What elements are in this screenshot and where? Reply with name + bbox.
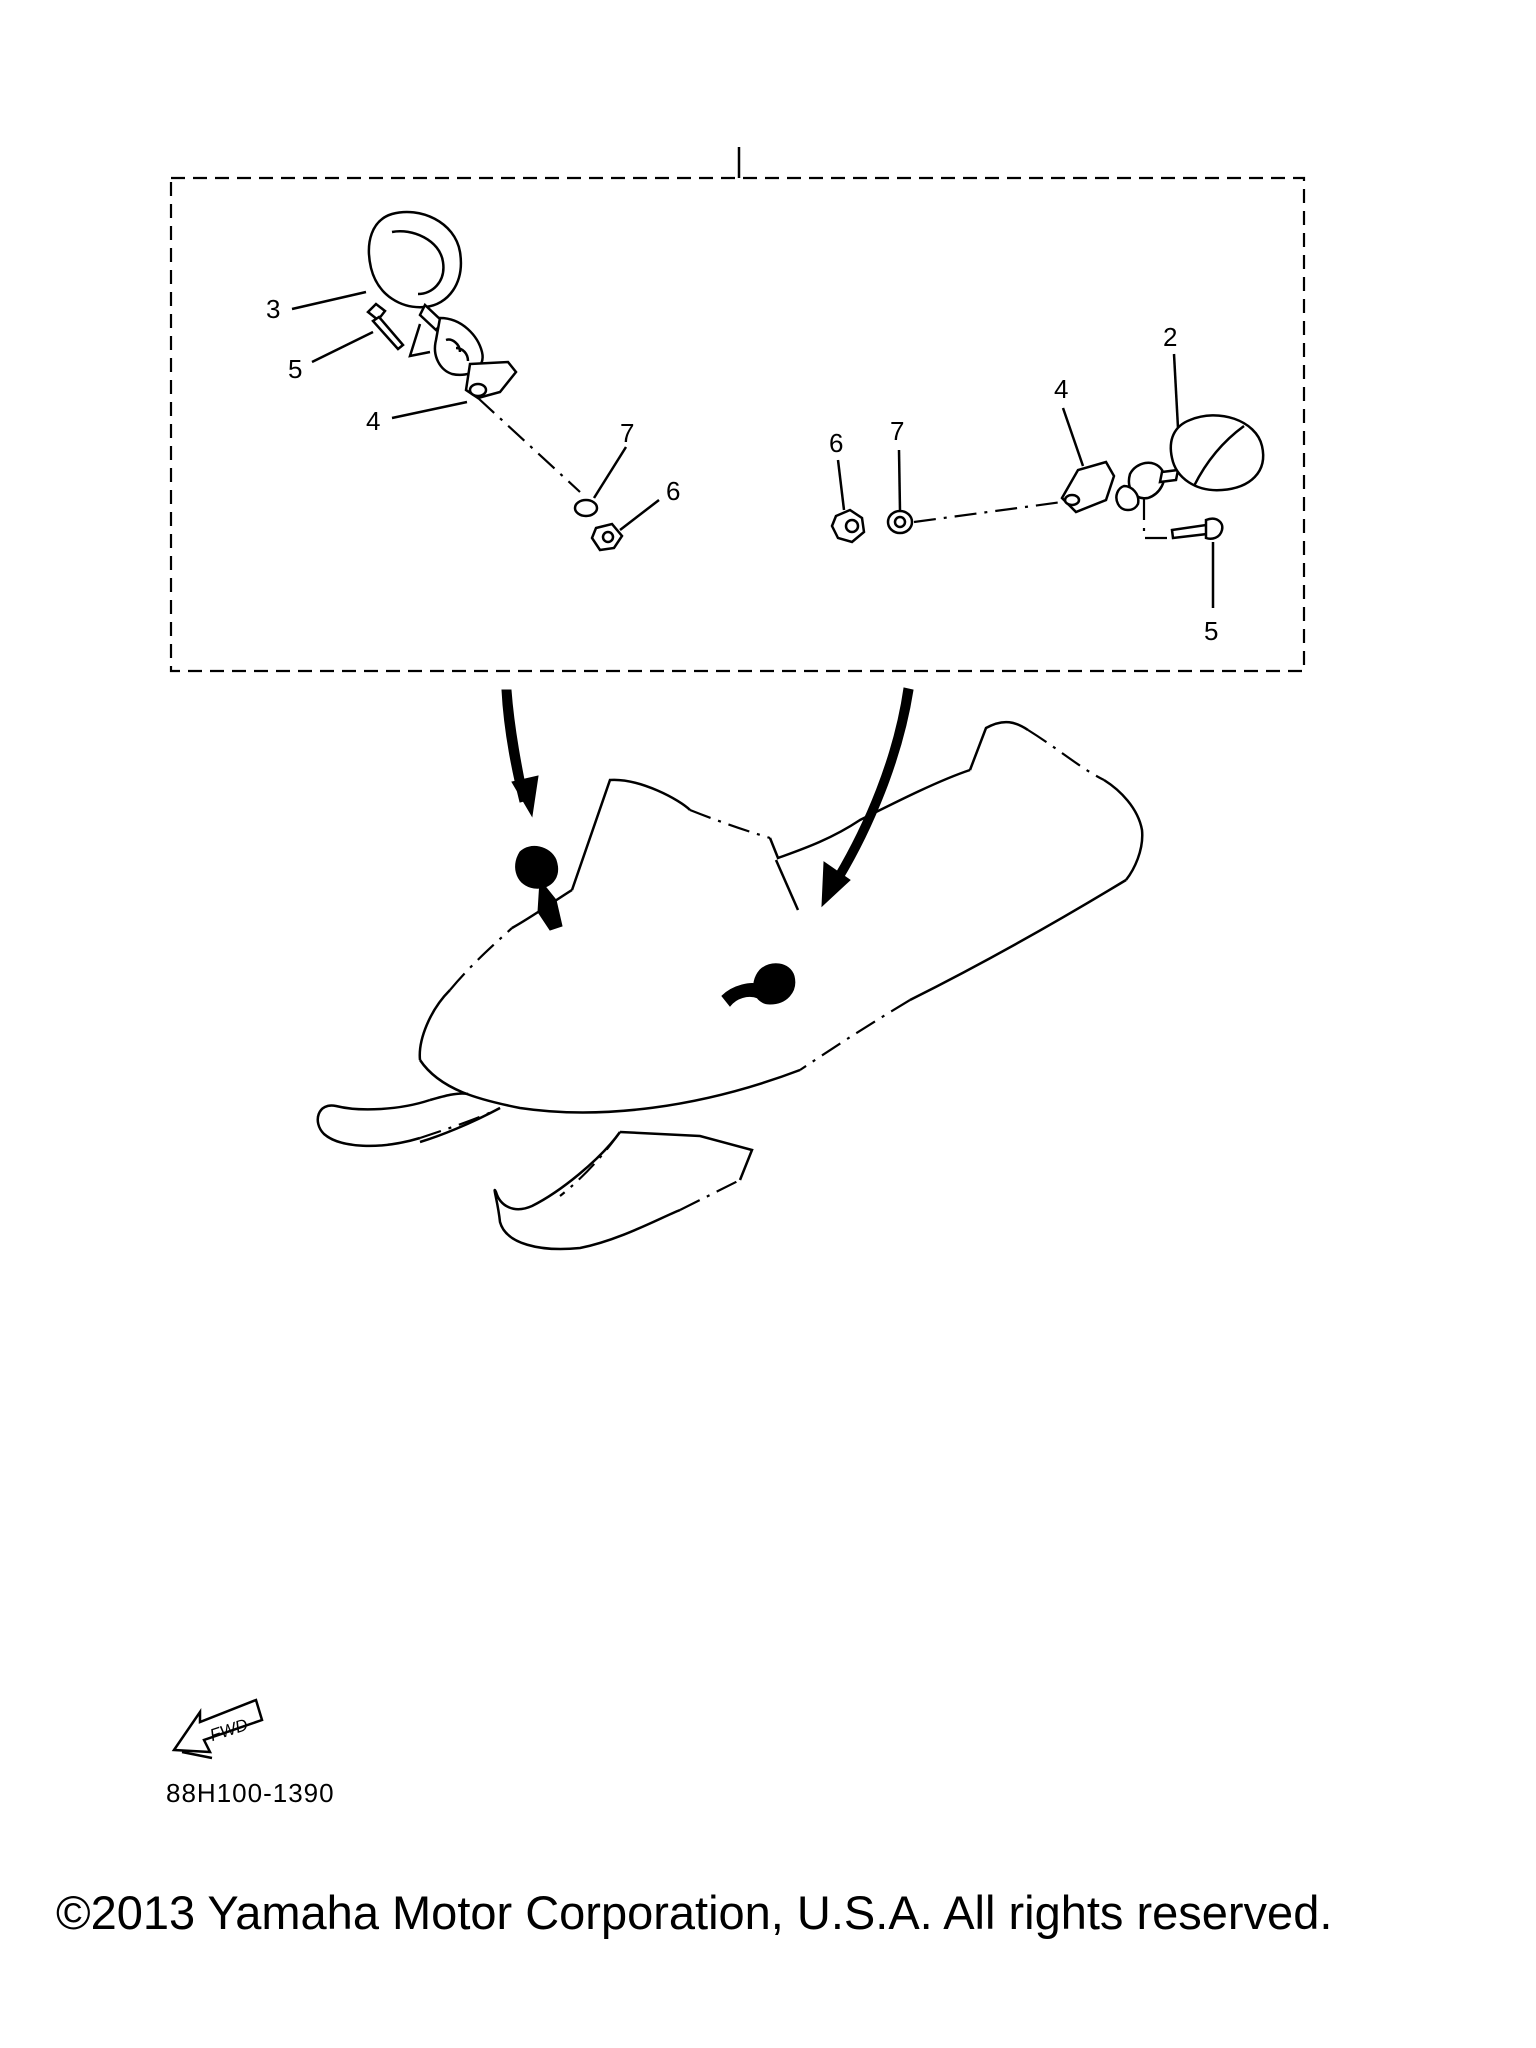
diagram-part-code: 88H100-1390 — [166, 1778, 335, 1808]
axis-line-left — [477, 397, 581, 493]
axis-line-right — [913, 500, 1063, 524]
forward-arrow-icon: FWD — [171, 1698, 264, 1760]
callout-stay-right: 4 — [1054, 374, 1068, 404]
callout-stay-left: 4 — [366, 406, 380, 436]
stay-right — [1060, 460, 1116, 514]
nut-left — [590, 522, 624, 552]
leader-mirror-left — [291, 290, 367, 311]
callout-bolt-left: 5 — [288, 354, 302, 384]
bolt-right — [1170, 517, 1224, 540]
callout-washer-right: 7 — [890, 416, 904, 446]
leader-washer-left — [592, 446, 628, 499]
leader-bolt-left — [311, 330, 374, 364]
leader-washer-right — [897, 449, 902, 512]
arrow-to-right-mirror — [821, 687, 914, 908]
axis-line-bolt-right — [1142, 498, 1170, 540]
callout-mirror-right: 2 — [1163, 322, 1177, 352]
stay-left — [464, 360, 518, 400]
arrow-to-left-mirror — [501, 689, 539, 818]
snowmobile-illustration — [316, 720, 1144, 1251]
washer-left — [573, 498, 599, 518]
leader-stay-right — [1061, 407, 1085, 467]
bolt-left — [366, 302, 405, 351]
leader-nut-right — [836, 459, 846, 511]
kit-outline-box — [169, 176, 1306, 673]
leader-stay-left — [391, 400, 468, 420]
callout-nut-left: 6 — [666, 476, 680, 506]
copyright-notice: ©2013 Yamaha Motor Corporation, U.S.A. A… — [56, 1886, 1333, 1939]
mirror-right — [1115, 414, 1265, 512]
washer-right — [886, 509, 914, 535]
mirror-left — [367, 210, 484, 377]
leader-nut-left — [619, 499, 660, 531]
nut-right — [830, 508, 866, 544]
callout-nut-right: 6 — [829, 428, 843, 458]
callout-bolt-right: 5 — [1204, 616, 1218, 646]
leader-mirror-right — [1172, 353, 1180, 429]
callout-mirror-left: 3 — [266, 294, 280, 324]
callout-washer-left: 7 — [620, 418, 634, 448]
